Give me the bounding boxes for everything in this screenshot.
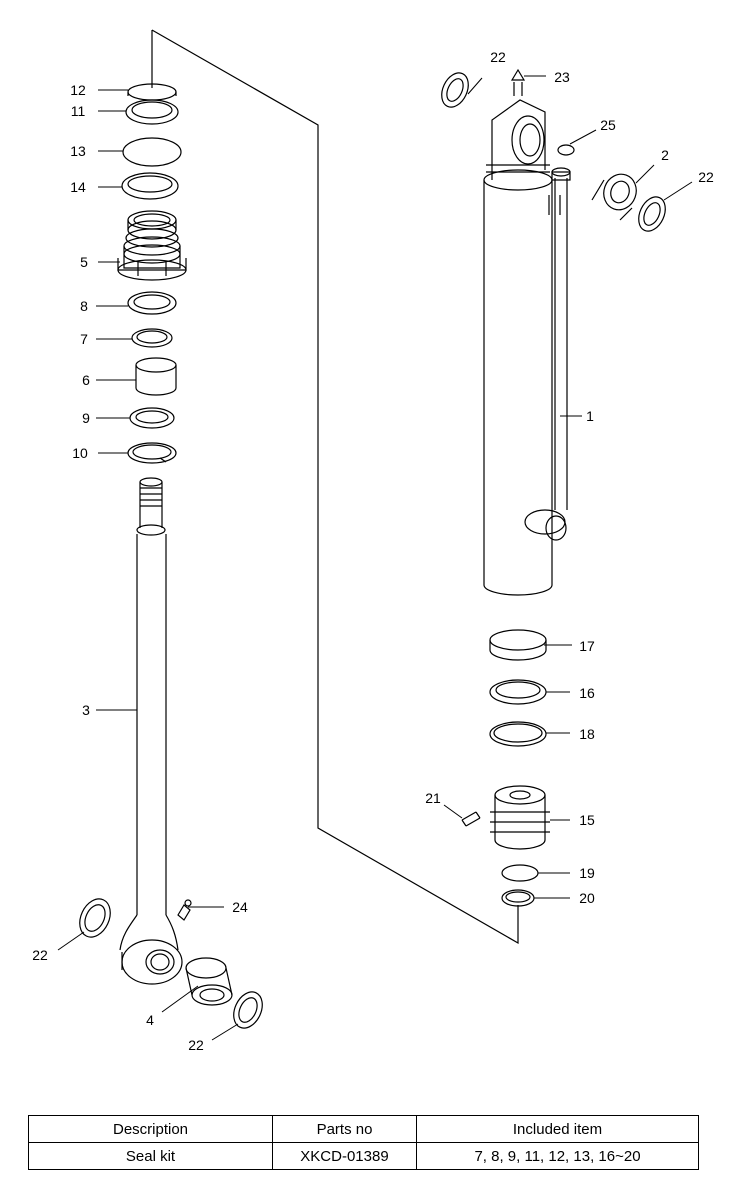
callout-leader-lines <box>57 75 693 1041</box>
part-24-grease-nipple <box>177 899 192 921</box>
callout-24: 24 <box>232 899 248 915</box>
part-1-cylinder-tube <box>483 99 571 596</box>
part-7-ring <box>131 328 173 348</box>
part-22-dust-seal-side <box>638 196 666 232</box>
part-20-back-up-ring <box>501 889 535 907</box>
callout-4: 4 <box>146 1012 154 1028</box>
part-3-piston-rod <box>119 477 183 985</box>
part-10-snap-ring <box>127 442 177 464</box>
callout-22-rod-right: 22 <box>188 1037 204 1053</box>
part-6-bushing <box>135 357 177 396</box>
callout-22-tube-side: 22 <box>698 169 714 185</box>
callout-1: 1 <box>586 408 594 424</box>
part-22-dust-seal-right <box>233 991 263 1029</box>
part-2-bushing <box>591 173 637 221</box>
callout-18: 18 <box>579 726 595 742</box>
hydraulic-cylinder-exploded-diagram: 12 11 13 14 5 8 7 6 9 10 3 24 22 4 22 22… <box>32 29 714 1053</box>
cell-included-item: 7, 8, 9, 11, 12, 13, 16~20 <box>416 1142 699 1170</box>
callout-21: 21 <box>425 790 441 806</box>
part-5-rod-cover <box>117 210 187 281</box>
callout-6: 6 <box>82 372 90 388</box>
part-18-wear-ring <box>489 721 547 747</box>
header-description: Description <box>28 1115 273 1143</box>
callout-22-rod-left: 22 <box>32 947 48 963</box>
part-13-o-ring <box>122 137 182 167</box>
header-included-item: Included item <box>416 1115 699 1143</box>
callout-23: 23 <box>554 69 570 85</box>
callout-5: 5 <box>80 254 88 270</box>
part-22-dust-seal-top <box>441 72 469 108</box>
callout-19: 19 <box>579 865 595 881</box>
callout-13: 13 <box>70 143 86 159</box>
part-21-set-screw <box>461 811 481 827</box>
callout-8: 8 <box>80 298 88 314</box>
callout-15: 15 <box>579 812 595 828</box>
cell-description: Seal kit <box>28 1142 273 1170</box>
callout-20: 20 <box>579 890 595 906</box>
part-14-ring <box>121 172 179 200</box>
callout-11: 11 <box>71 103 86 119</box>
callout-9: 9 <box>82 410 90 426</box>
cell-parts-no: XKCD-01389 <box>272 1142 417 1170</box>
seal-kit-table: Description Parts no Included item Seal … <box>28 1115 699 1170</box>
callout-17: 17 <box>579 638 595 654</box>
part-4-bushing <box>185 957 233 1006</box>
part-16-piston-seal <box>489 679 547 705</box>
table-row: Seal kit XKCD-01389 7, 8, 9, 11, 12, 13,… <box>28 1142 699 1170</box>
part-9-ring <box>129 407 175 429</box>
callout-22-tube-top: 22 <box>490 49 506 65</box>
callout-12: 12 <box>70 82 86 98</box>
header-parts-no: Parts no <box>272 1115 417 1143</box>
callout-25: 25 <box>600 117 616 133</box>
callout-3: 3 <box>82 702 90 718</box>
callout-2: 2 <box>661 147 669 163</box>
callout-14: 14 <box>70 179 86 195</box>
part-23-grease-nipple <box>510 68 526 96</box>
part-22-dust-seal-left <box>79 898 111 938</box>
part-15-piston <box>490 785 550 850</box>
callout-16: 16 <box>579 685 595 701</box>
part-19-o-ring <box>501 864 539 882</box>
part-25-o-ring <box>557 144 575 156</box>
assembly-frame-lines <box>151 29 519 945</box>
part-8-ring <box>127 291 177 315</box>
part-11-ring <box>125 99 179 125</box>
callout-7: 7 <box>80 331 88 347</box>
part-17-wear-ring <box>489 629 547 661</box>
callout-10: 10 <box>72 445 88 461</box>
table-header-row: Description Parts no Included item <box>28 1115 699 1143</box>
